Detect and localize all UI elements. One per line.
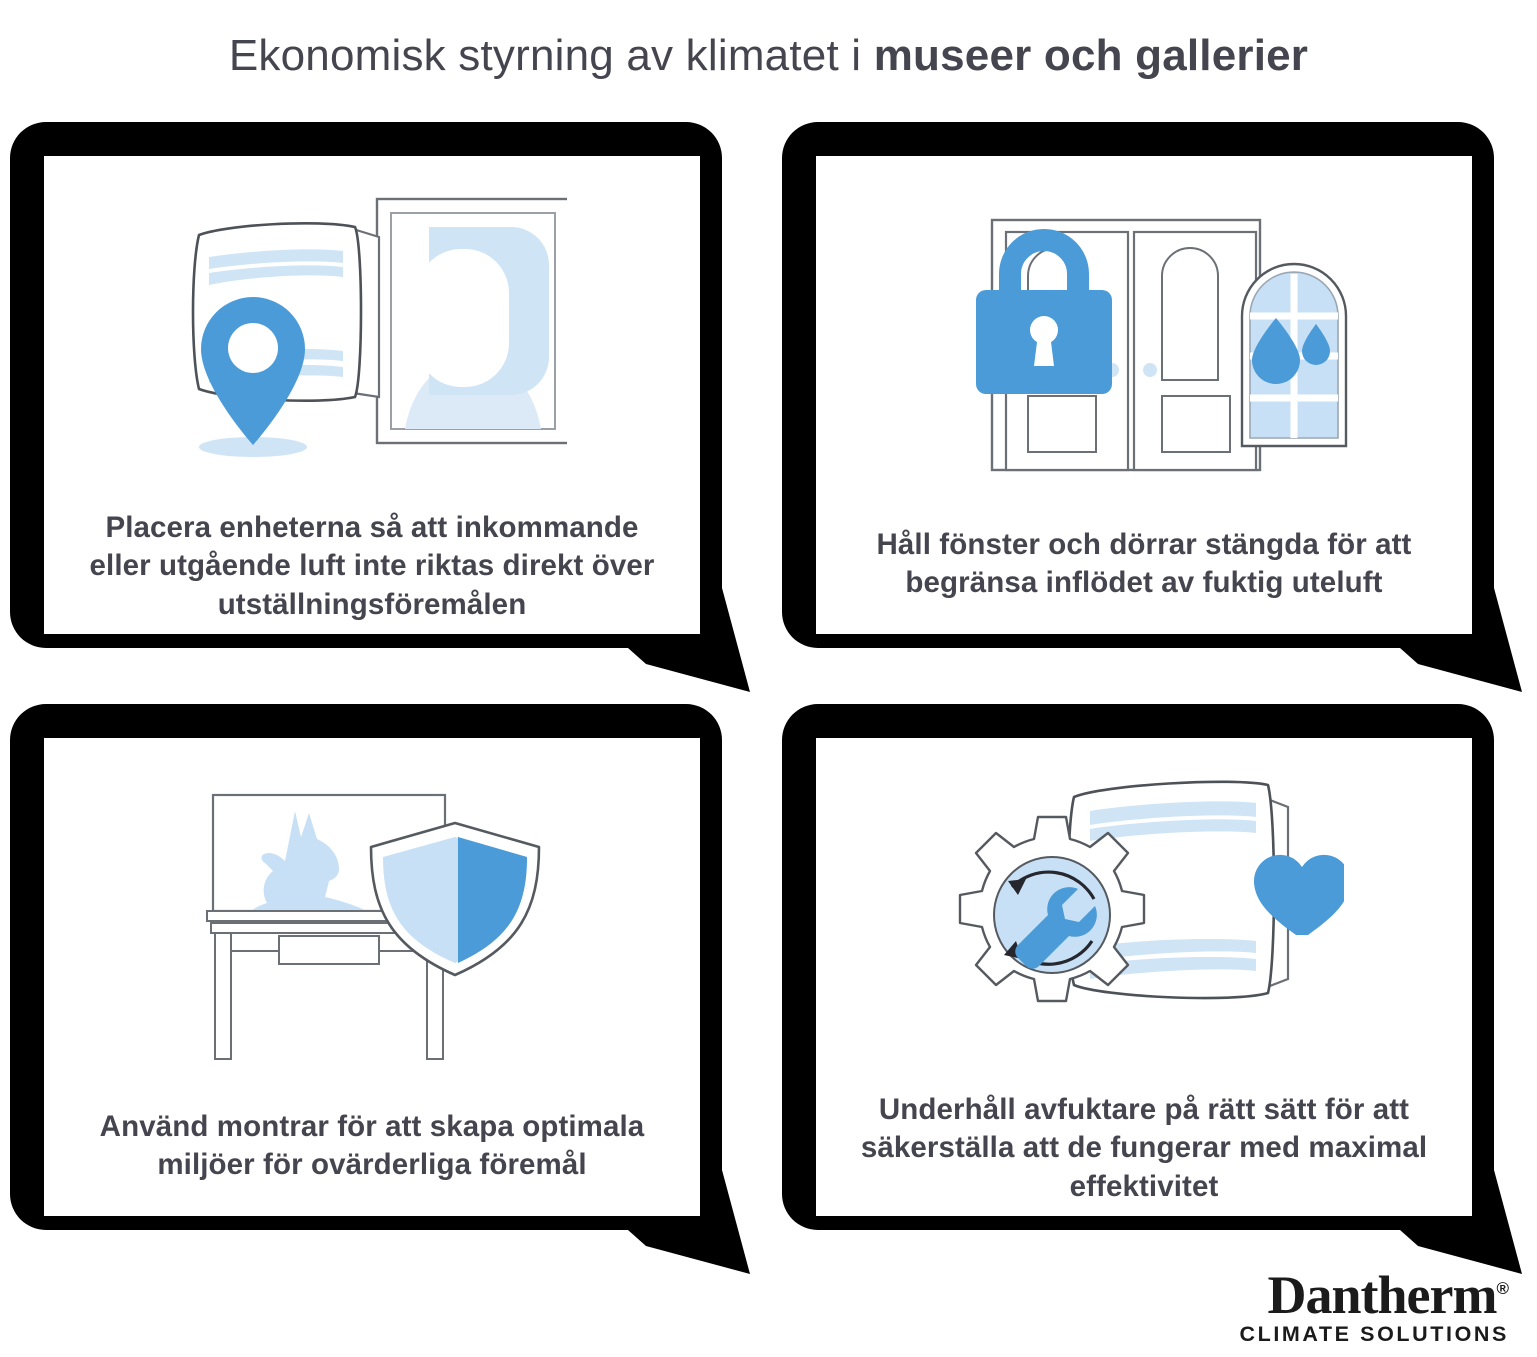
logo-tagline: CLIMATE SOLUTIONS: [1239, 1321, 1509, 1346]
dehumidifier-location-pin-artwork-icon: [72, 184, 672, 487]
logo-wordmark-text: Dantherm: [1267, 1264, 1498, 1325]
card-grid: Placera enheterna så att inkommande elle…: [0, 112, 1537, 1277]
page-title: Ekonomisk styrning av klimatet i museer …: [0, 34, 1537, 78]
page-title-bold: museer och gallerier: [873, 31, 1309, 80]
dantherm-logo: Dantherm® CLIMATE SOLUTIONS: [1239, 1268, 1510, 1346]
card-closed-openings[interactable]: Håll fönster och dörrar stängda för att …: [778, 118, 1534, 696]
logo-wordmark: Dantherm®: [1268, 1268, 1510, 1322]
card-display-cases-body: Använd montrar för att skapa optimala mi…: [44, 738, 700, 1216]
card-placement-caption: Placera enheterna så att inkommande elle…: [89, 510, 655, 621]
card-placement-body: Placera enheterna så att inkommande elle…: [44, 156, 700, 634]
display-case-shield-icon: [72, 766, 672, 1086]
page-title-light: Ekonomisk styrning av klimatet i: [228, 31, 874, 80]
card-closed-openings-body: Håll fönster och dörrar stängda för att …: [816, 156, 1472, 634]
locked-doors-window-moisture-icon: [844, 184, 1444, 504]
card-maintenance-caption: Underhåll avfuktare på rätt sätt för att…: [860, 1092, 1428, 1203]
card-closed-openings-caption: Håll fönster och dörrar stängda för att …: [876, 528, 1412, 600]
dehumidifier-gear-wrench-heart-icon: [844, 766, 1444, 1069]
registered-trademark-icon: ®: [1496, 1278, 1509, 1298]
card-placement[interactable]: Placera enheterna så att inkommande elle…: [6, 118, 762, 696]
card-maintenance-body: Underhåll avfuktare på rätt sätt för att…: [816, 738, 1472, 1216]
card-maintenance[interactable]: Underhåll avfuktare på rätt sätt för att…: [778, 700, 1534, 1278]
card-display-cases-caption: Använd montrar för att skapa optimala mi…: [99, 1110, 645, 1182]
card-display-cases[interactable]: Använd montrar för att skapa optimala mi…: [6, 700, 762, 1278]
